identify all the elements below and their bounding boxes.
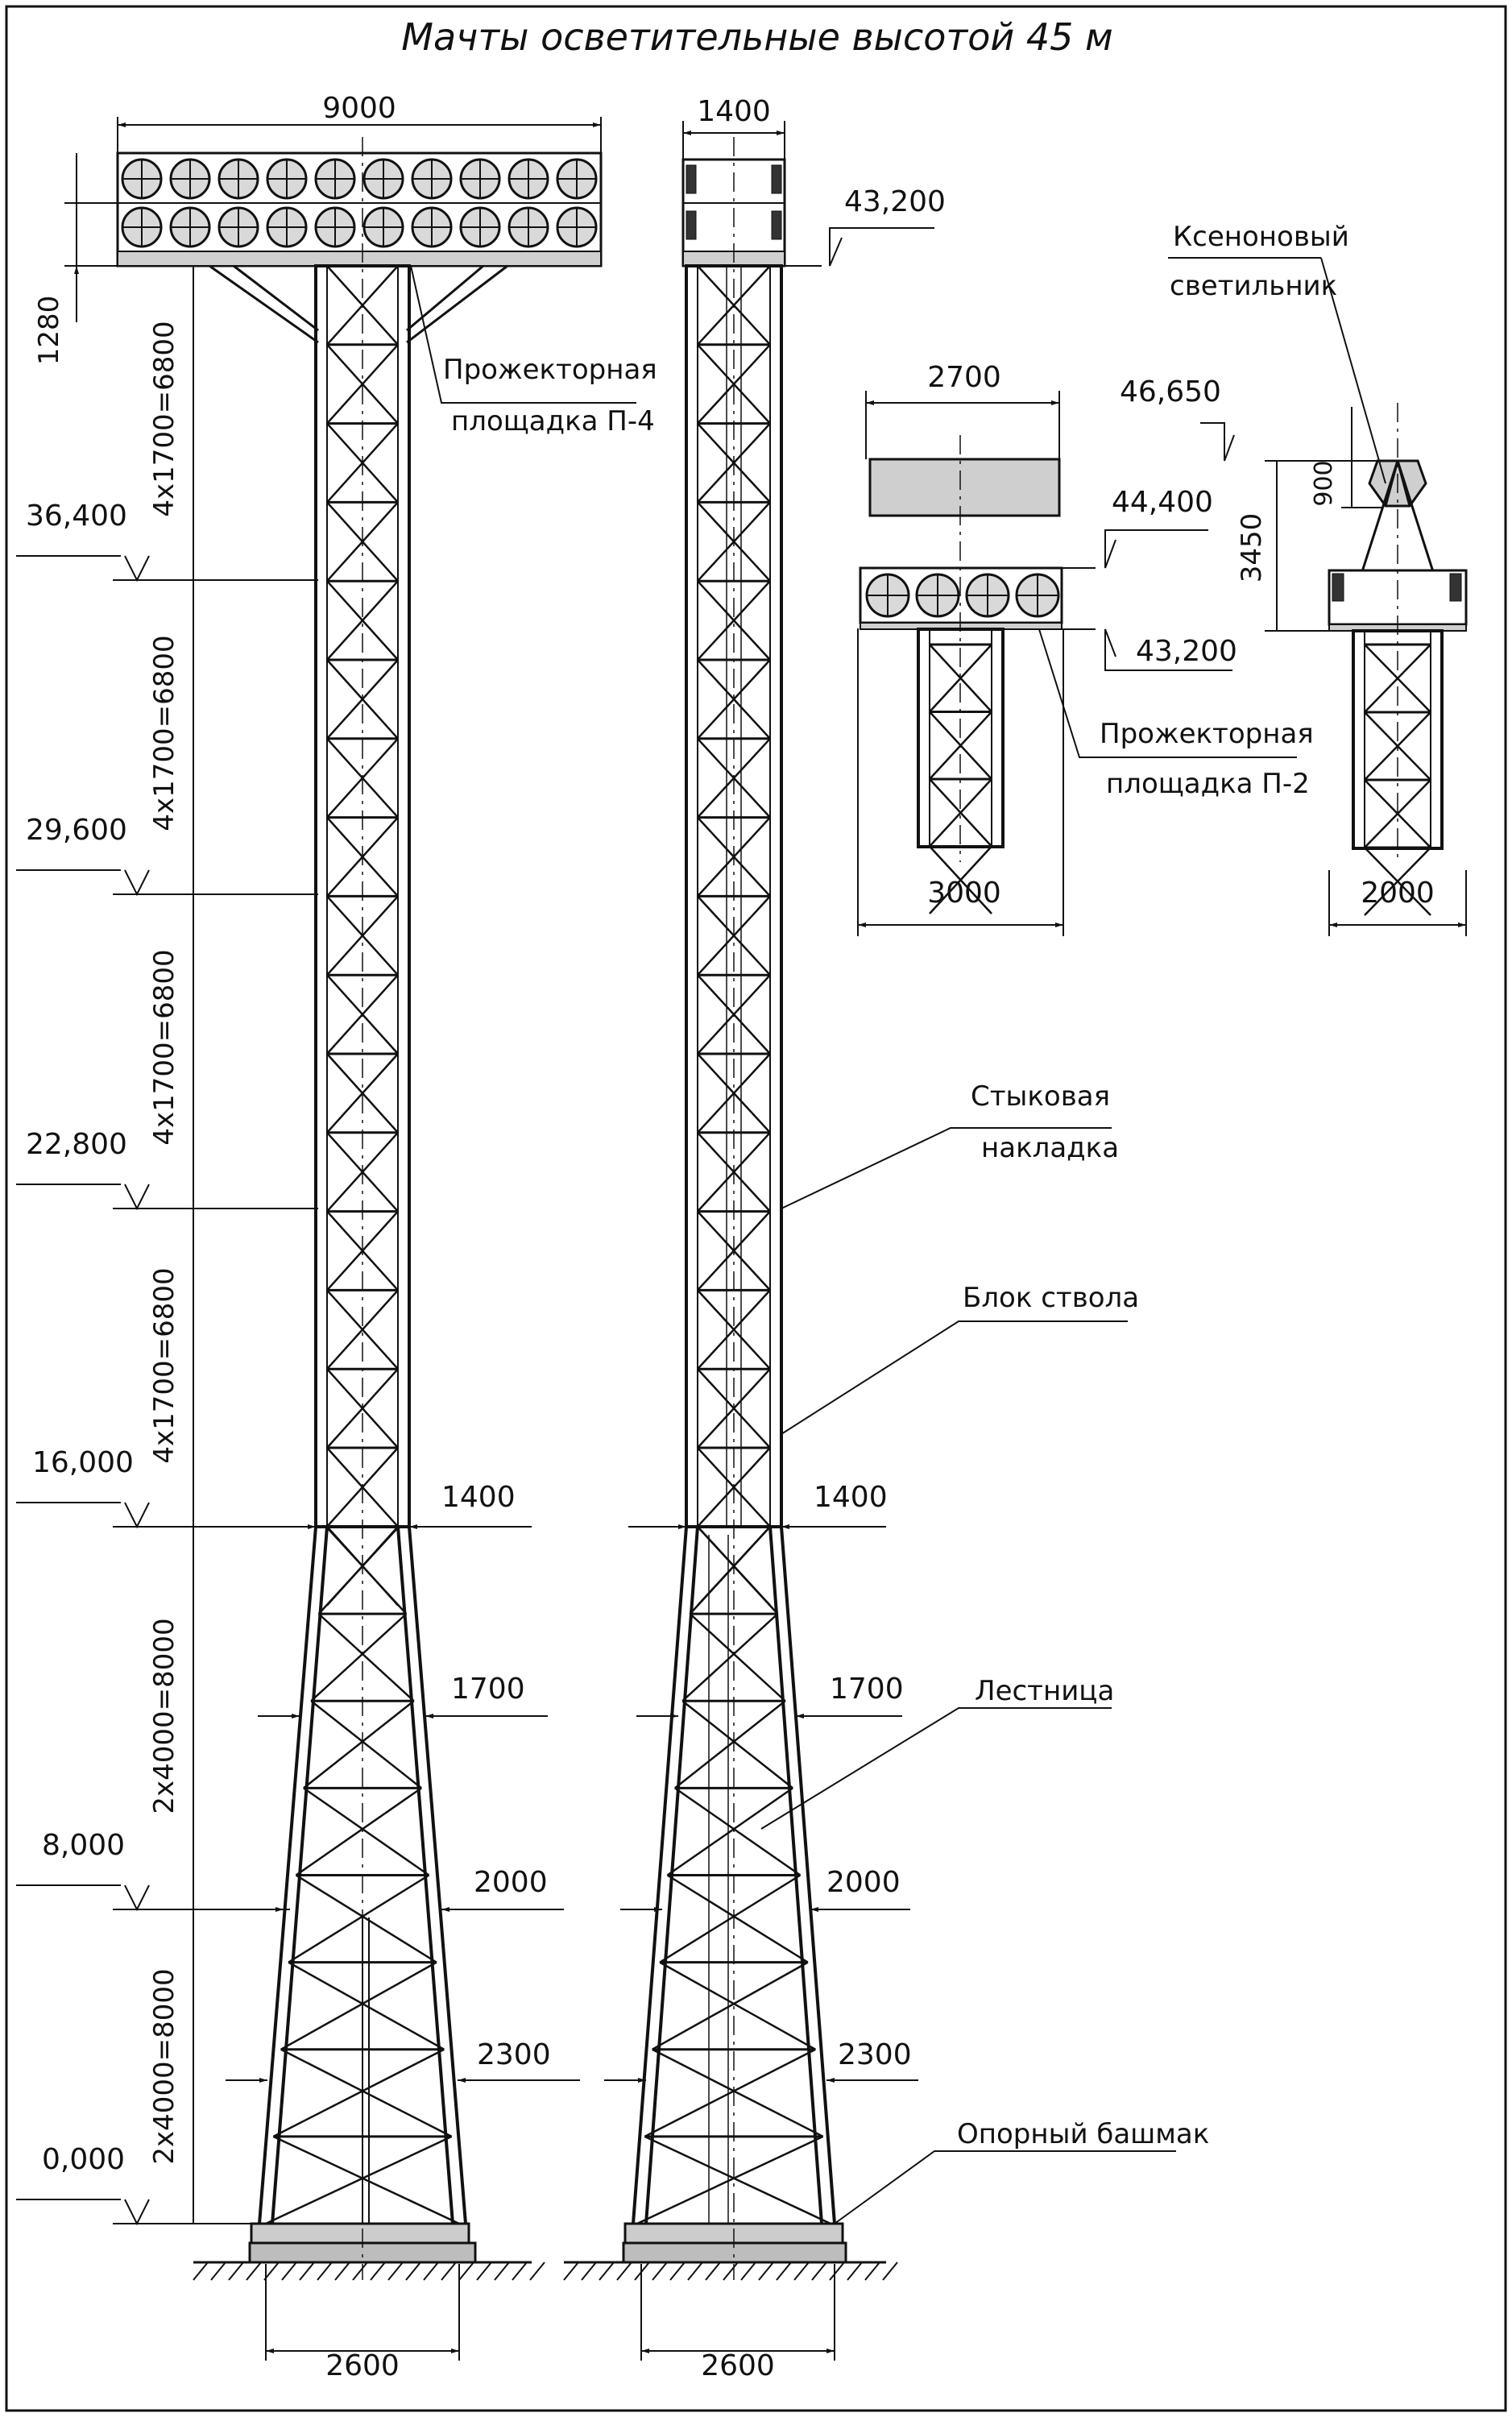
dim-seg-6: 2x4000=8000 bbox=[148, 1968, 180, 2164]
drawing-title: Мачты осветительные высотой 45 м bbox=[401, 15, 1112, 59]
elev-0: 0,000 bbox=[42, 2143, 125, 2176]
label-ladder: Лестница bbox=[975, 1675, 1114, 1707]
xenon-dimension-text: 2000 900 3450 46,650 Ксеноновый светильн… bbox=[1120, 221, 1435, 910]
label-trunk-block: Блок ствола bbox=[963, 1282, 1139, 1314]
label-p4-line1: Прожекторная bbox=[443, 354, 657, 386]
elev-29: 29,600 bbox=[26, 814, 127, 847]
dim-w1400-m: 1400 bbox=[814, 1481, 888, 1514]
mast-side-view bbox=[563, 137, 898, 2281]
platform-p2-detail bbox=[859, 435, 1063, 914]
dim-xenon-900: 900 bbox=[1310, 460, 1338, 506]
mast-front-view bbox=[116, 137, 603, 2281]
dim-platform-width: 9000 bbox=[322, 92, 396, 125]
elev-16: 16,000 bbox=[32, 1446, 134, 1479]
dim-w1700-m: 1700 bbox=[830, 1673, 904, 1706]
label-splice-line2: накладка bbox=[981, 1132, 1119, 1164]
p2-dimension-text: 2700 3000 44,400 43,200 Прожекторная пло… bbox=[927, 361, 1314, 910]
platform-p4 bbox=[116, 151, 603, 344]
mast-shaft-left bbox=[193, 137, 545, 2281]
dim-w1400-l: 1400 bbox=[441, 1481, 516, 1514]
elev-43-side: 43,200 bbox=[844, 185, 946, 218]
dim-seg-1: 4x1700=6800 bbox=[148, 321, 180, 516]
label-xenon-line2: светильник bbox=[1170, 270, 1337, 302]
label-p2-line1: Прожекторная bbox=[1100, 718, 1314, 750]
label-xenon-line1: Ксеноновый bbox=[1173, 221, 1349, 253]
dim-top-width: 1400 bbox=[697, 95, 771, 128]
dim-seg-2: 4x1700=6800 bbox=[148, 635, 180, 831]
label-p2-line2: площадка П-2 bbox=[1106, 768, 1310, 800]
xenon-dimensions bbox=[1168, 257, 1467, 936]
elev-36: 36,400 bbox=[26, 500, 127, 533]
elev-44: 44,400 bbox=[1112, 486, 1213, 519]
floodlight-row bbox=[121, 158, 598, 248]
dim-w1700-l: 1700 bbox=[451, 1673, 525, 1706]
label-splice-line1: Стыковая bbox=[971, 1080, 1110, 1113]
xenon-lamp-detail bbox=[1328, 403, 1468, 916]
middle-dimension-text: 1400 43,200 1400 1700 2000 2300 2600 Сты… bbox=[697, 95, 1209, 2382]
dim-p2-top: 2700 bbox=[927, 361, 1001, 394]
left-dimension-text: 9000 1280 4x1700=6800 4x1700=6800 4x1700… bbox=[26, 92, 657, 2382]
left-dimensions bbox=[16, 117, 636, 2361]
dim-seg-4: 4x1700=6800 bbox=[148, 1267, 180, 1463]
label-support-shoe: Опорный башмак bbox=[957, 2118, 1209, 2150]
elev-22: 22,800 bbox=[26, 1128, 127, 1161]
middle-dimensions bbox=[604, 121, 1176, 2361]
dim-seg-5: 2x4000=8000 bbox=[148, 1618, 180, 1814]
dim-p2-bottom: 3000 bbox=[927, 877, 1001, 910]
dim-xenon-bottom: 2000 bbox=[1361, 877, 1435, 910]
p2-dimensions bbox=[857, 391, 1297, 936]
dim-w2300-m: 2300 bbox=[838, 2038, 912, 2071]
label-p4-line2: площадка П-4 bbox=[451, 405, 655, 437]
dim-w2300-l: 2300 bbox=[477, 2038, 551, 2071]
dim-base-l: 2600 bbox=[325, 2349, 400, 2382]
sheet-frame bbox=[5, 5, 1507, 2412]
elev-43-p2: 43,200 bbox=[1136, 635, 1237, 668]
elev-8: 8,000 bbox=[42, 1829, 125, 1862]
dim-w2000-m: 2000 bbox=[826, 1866, 901, 1899]
dim-seg-3: 4x1700=6800 bbox=[148, 949, 180, 1145]
dim-w2000-l: 2000 bbox=[474, 1866, 548, 1899]
dim-base-m: 2600 bbox=[701, 2349, 775, 2382]
elev-46: 46,650 bbox=[1120, 375, 1221, 408]
dim-xenon-3450: 3450 bbox=[1236, 513, 1268, 583]
dim-platform-height: 1280 bbox=[33, 296, 65, 366]
